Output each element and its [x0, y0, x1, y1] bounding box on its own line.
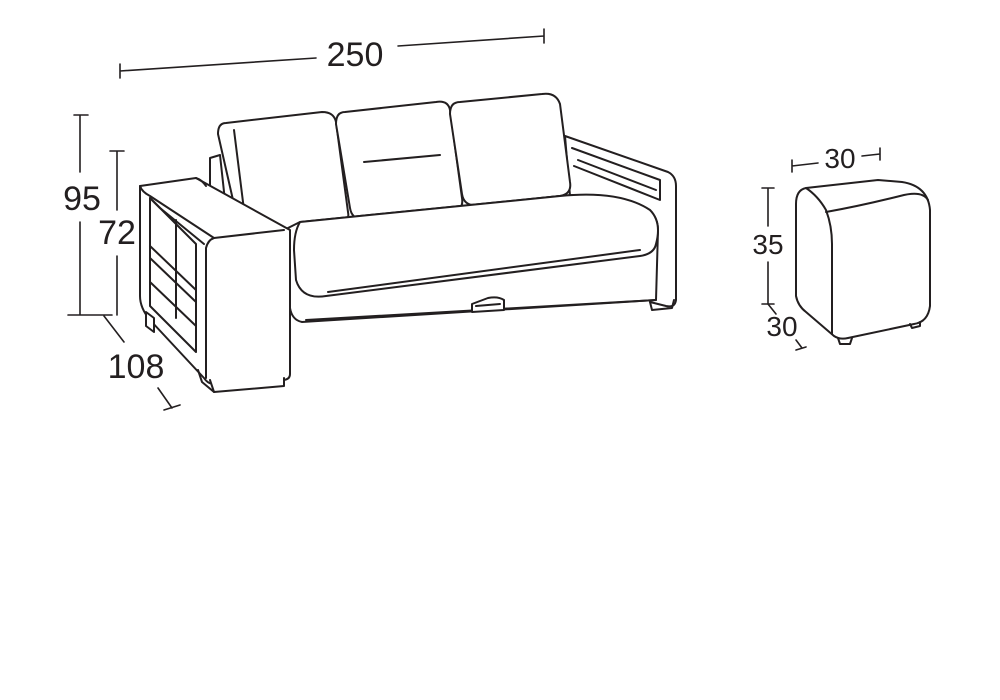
ottoman-depth-dimension-line	[767, 303, 807, 351]
ottoman-drawing	[795, 179, 931, 345]
ottoman-foot-right	[909, 321, 921, 329]
ottoman-width-label: 30	[824, 143, 855, 174]
sofa-depth-label: 108	[108, 348, 165, 386]
sofa-back-cushion-middle	[335, 100, 464, 221]
ottoman-dimensions: 30 35 30	[752, 143, 881, 351]
sofa-back-cushion-right	[449, 92, 572, 207]
sofa-seat-height-dimension-line	[109, 150, 125, 316]
sofa-foot-front	[209, 377, 285, 393]
sofa-height-dimension-line	[67, 114, 113, 316]
sofa-width-label: 250	[327, 36, 384, 74]
sofa-dimensions: 250 95 72 108	[63, 28, 545, 411]
sofa-depth-dimension-line	[103, 315, 181, 411]
ottoman-foot-left	[837, 337, 853, 345]
ottoman-width-dimension-line	[791, 147, 881, 173]
sofa-foot-left	[145, 311, 155, 333]
sofa-seat-cushion	[293, 193, 659, 298]
ottoman-height-dimension-line	[761, 187, 775, 305]
ottoman-depth-label: 30	[766, 311, 797, 342]
sofa-seat-height-label: 72	[98, 214, 136, 252]
sofa-height-label: 95	[63, 180, 101, 218]
ottoman-height-label: 35	[752, 229, 783, 260]
sofa-width-dimension-line	[119, 28, 545, 79]
sofa-drawing	[139, 92, 677, 393]
